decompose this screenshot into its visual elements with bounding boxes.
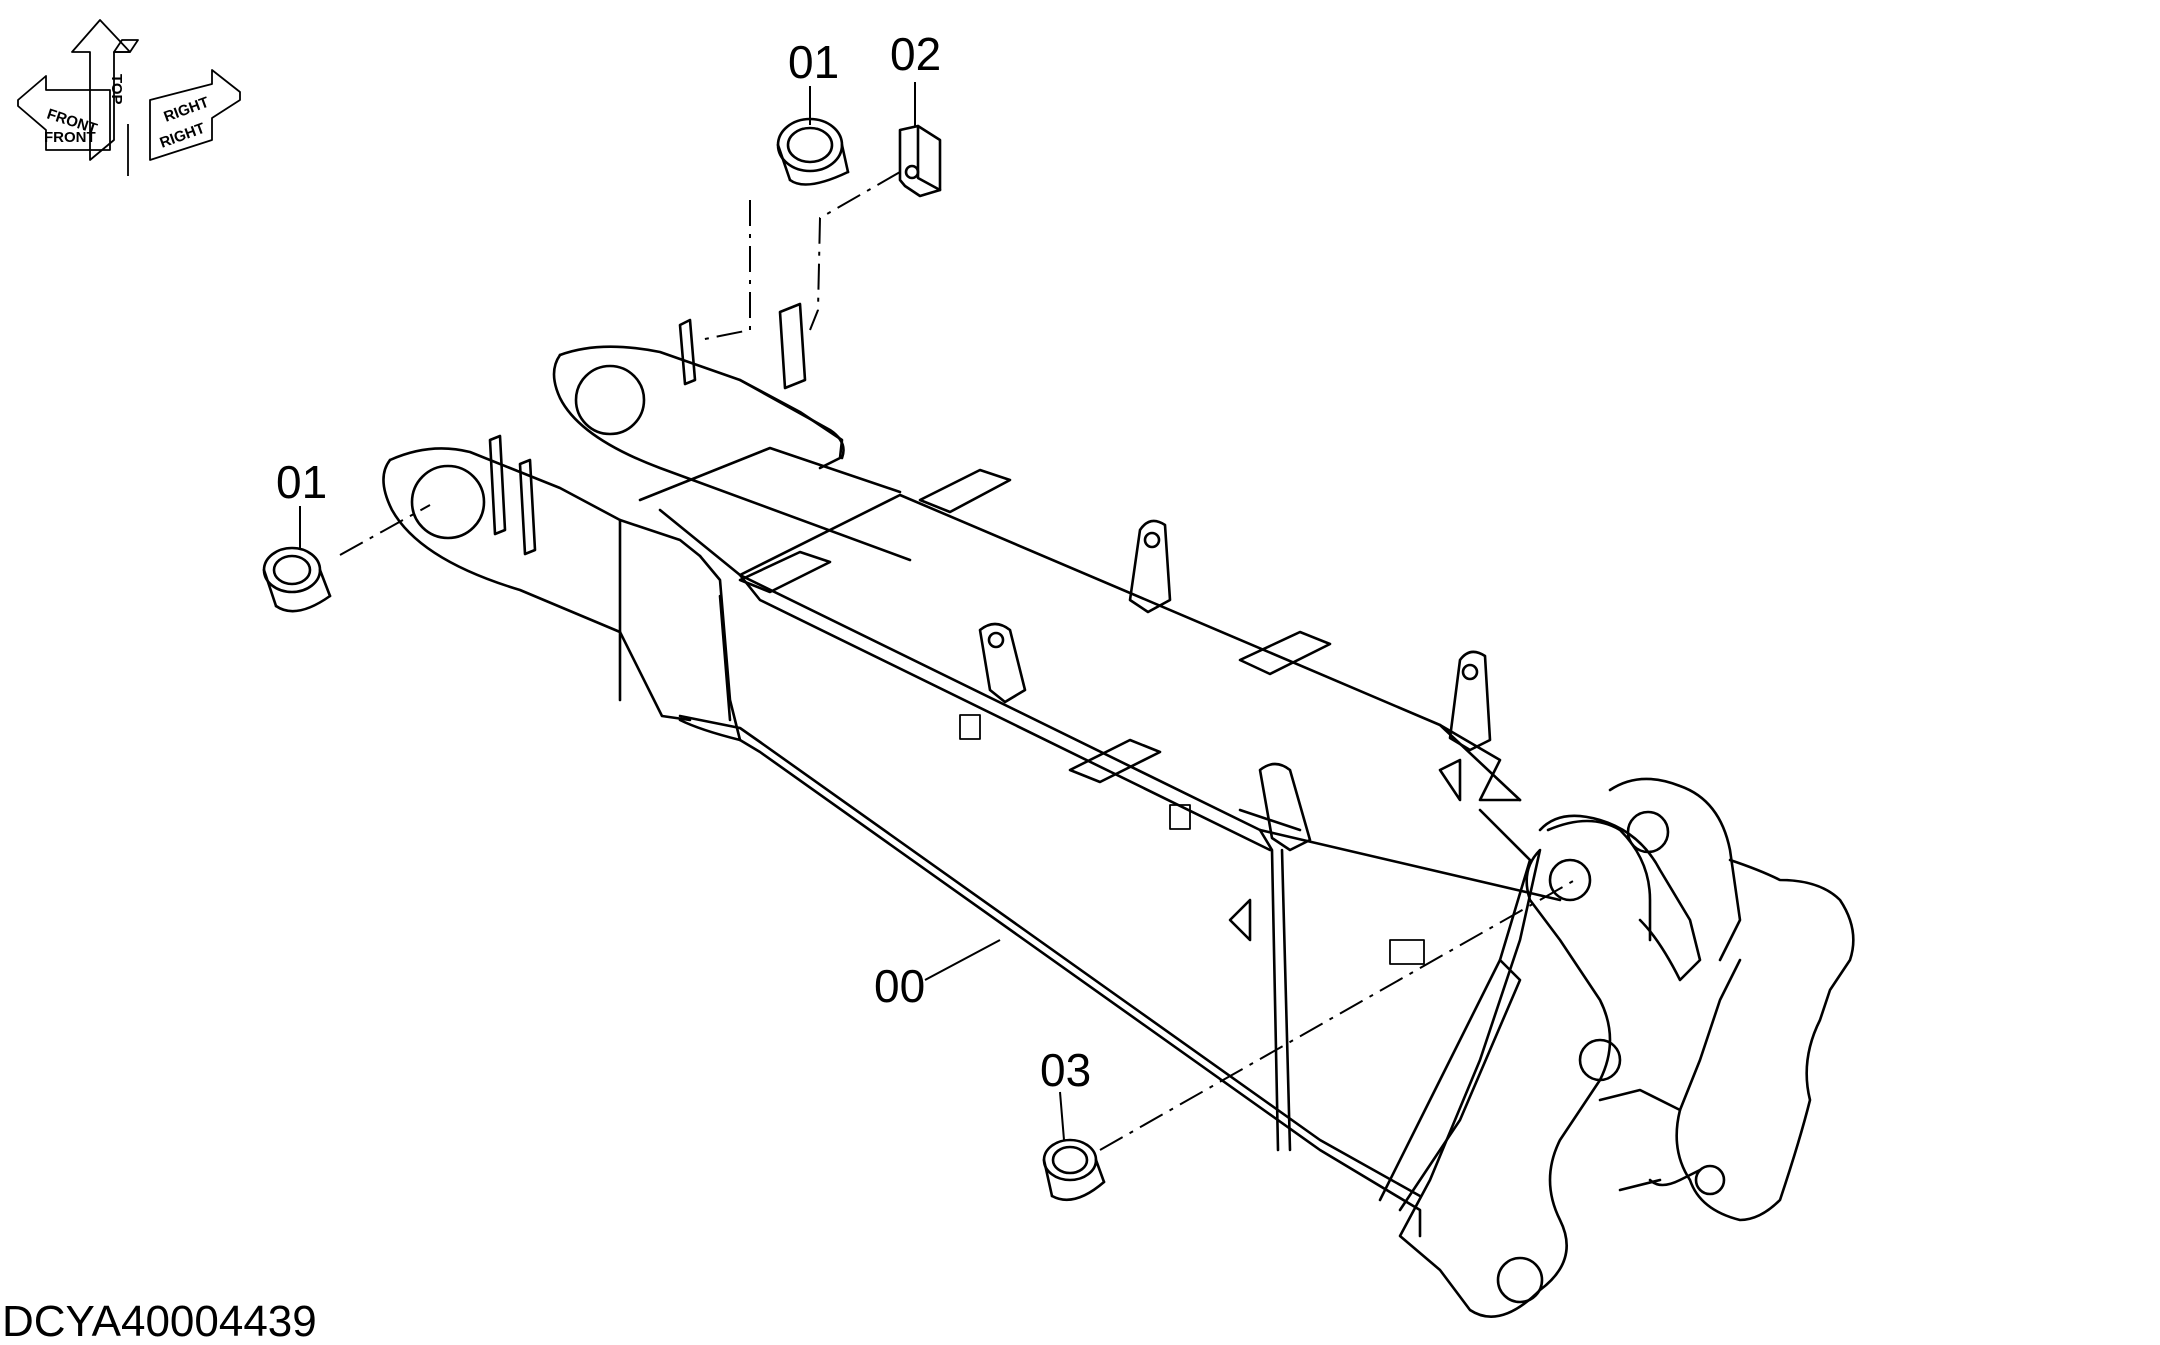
leader-lines bbox=[299, 82, 1065, 1141]
document-id: DCYA40004439 bbox=[2, 1297, 317, 1345]
bush-lower-part bbox=[1042, 1138, 1106, 1201]
boom-body bbox=[382, 302, 1855, 1318]
callout-plate: 02 bbox=[890, 28, 941, 80]
orientation-indicator: FRONT FRONT TOP RIGHT RIGHT bbox=[17, 19, 241, 176]
bush-upper-part bbox=[776, 117, 850, 186]
callout-bush-upper: 01 bbox=[788, 36, 839, 88]
callout-bush-lower: 03 bbox=[1040, 1044, 1091, 1096]
callout-bush-left: 01 bbox=[276, 456, 327, 508]
top-label: TOP bbox=[108, 74, 125, 105]
bush-left-part bbox=[262, 546, 332, 613]
right-label: RIGHT bbox=[158, 120, 208, 152]
right-label-top: RIGHT bbox=[162, 94, 212, 126]
plate-part bbox=[898, 124, 942, 198]
assembly-centerlines bbox=[339, 171, 1576, 1151]
front-label: FRONT bbox=[44, 129, 96, 146]
callout-boom: 00 bbox=[874, 960, 925, 1012]
